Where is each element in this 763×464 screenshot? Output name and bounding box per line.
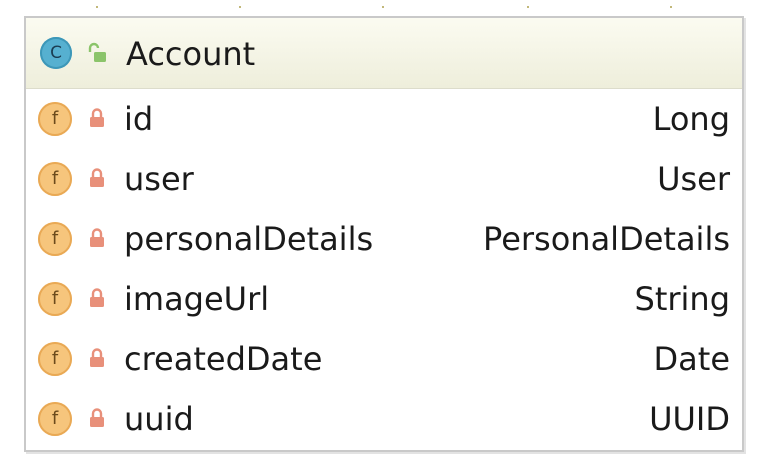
private-lock-icon <box>90 288 104 307</box>
field-row[interactable]: f uuid UUID <box>26 389 742 449</box>
field-row[interactable]: f user User <box>26 149 742 209</box>
class-name: Account <box>126 35 256 73</box>
field-icon: f <box>38 342 72 376</box>
field-name: personalDetails <box>124 220 374 258</box>
field-name: uuid <box>124 400 194 438</box>
public-icon <box>88 42 106 62</box>
private-lock-icon <box>90 408 104 427</box>
field-icon-letter: f <box>51 228 59 249</box>
grid-dots <box>0 6 763 10</box>
field-icon: f <box>38 222 72 256</box>
field-icon-letter: f <box>51 108 59 129</box>
field-icon: f <box>38 162 72 196</box>
grid-dot <box>96 6 98 8</box>
field-row[interactable]: f imageUrl String <box>26 269 742 329</box>
grid-dot <box>239 6 241 8</box>
field-icon: f <box>38 102 72 136</box>
field-type: String <box>634 280 731 318</box>
field-icon: f <box>38 402 72 436</box>
field-icon-letter: f <box>51 408 59 429</box>
field-icon-letter: f <box>51 348 59 369</box>
field-row[interactable]: f id Long <box>26 89 742 149</box>
private-lock-icon <box>90 168 104 187</box>
field-type: UUID <box>649 400 730 438</box>
field-list: f id Long f user User <box>26 89 742 449</box>
class-header[interactable]: C Account <box>26 18 742 89</box>
field-name: user <box>124 160 194 198</box>
grid-dot <box>527 6 529 8</box>
field-type: Long <box>652 100 730 138</box>
field-type: PersonalDetails <box>483 220 730 258</box>
class-icon-letter: C <box>50 43 62 63</box>
field-name: imageUrl <box>124 280 270 318</box>
field-icon-letter: f <box>51 168 59 189</box>
grid-dot <box>382 6 384 8</box>
private-lock-icon <box>90 348 104 367</box>
field-icon-letter: f <box>51 288 59 309</box>
class-node[interactable]: C Account f id Long <box>24 16 744 452</box>
field-name: createdDate <box>124 340 323 378</box>
field-row[interactable]: f personalDetails PersonalDetails <box>26 209 742 269</box>
private-lock-icon <box>90 228 104 247</box>
field-row[interactable]: f createdDate Date <box>26 329 742 389</box>
field-type: Date <box>653 340 730 378</box>
private-lock-icon <box>90 108 104 127</box>
field-name: id <box>124 100 154 138</box>
grid-dot <box>670 6 672 8</box>
field-icon: f <box>38 282 72 316</box>
class-icon: C <box>40 37 72 69</box>
field-type: User <box>657 160 730 198</box>
